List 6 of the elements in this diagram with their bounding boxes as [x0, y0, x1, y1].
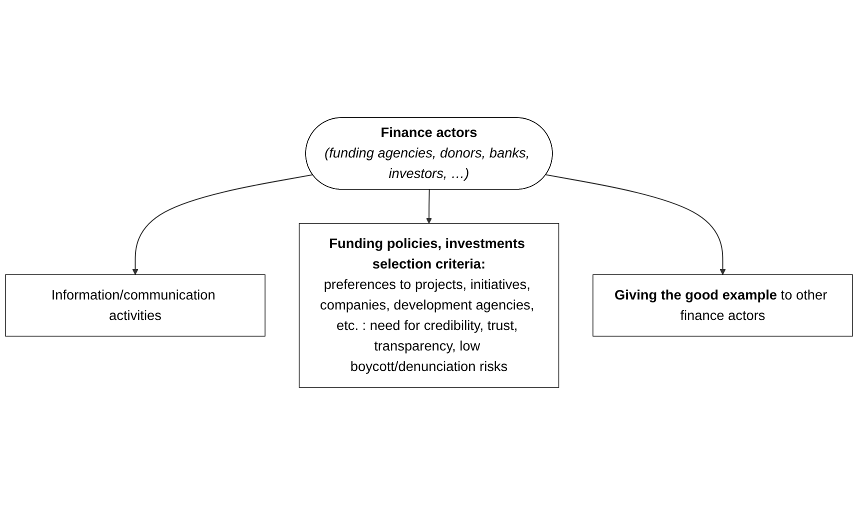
node-box: Giving the good example to other finance actors: [592, 274, 853, 337]
arrow: [546, 174, 726, 275]
arrow: [132, 174, 313, 275]
arrow: [426, 190, 432, 224]
node-box: Funding policies, investments selection criteria: preferences to projects, initiatives, companies, development agencies, etc. : need for credibility, trust, transparency, low boycott/denunciation risks: [298, 223, 560, 388]
node-box: Information/communication activities: [5, 274, 266, 337]
